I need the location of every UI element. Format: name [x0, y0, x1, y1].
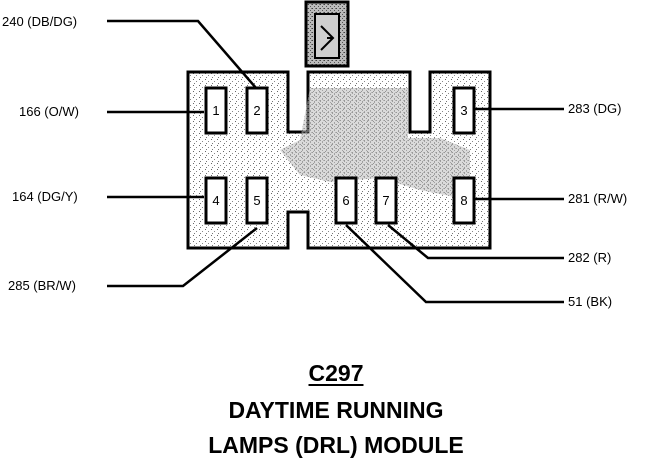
connector-id: C297 — [308, 360, 364, 386]
pin-number: 1 — [212, 103, 219, 118]
wire-label-283: 283 (DG) — [568, 101, 622, 116]
wire-240 — [107, 19, 257, 89]
pin-number: 3 — [460, 103, 467, 118]
terminals: 1 2 3 4 5 6 7 8 — [204, 86, 476, 225]
locking-tab-inner — [314, 13, 340, 59]
terminal-1 — [204, 86, 228, 135]
pin-number: 7 — [382, 193, 389, 208]
wire-label-285: 285 (BR/W) — [8, 278, 76, 293]
terminal-2 — [245, 86, 269, 135]
terminal-7 — [374, 176, 398, 225]
wire-label-240: 240 (DB/DG) — [2, 14, 78, 29]
connector-title-line1: DAYTIME RUNNING — [228, 397, 444, 423]
pin-number: 5 — [253, 193, 260, 208]
housing-shading — [280, 88, 470, 200]
terminal-6 — [334, 176, 358, 225]
wire-label-166: 166 (O/W) — [19, 104, 79, 119]
pin-number: 6 — [342, 193, 349, 208]
pin-number: 2 — [253, 103, 260, 118]
wire-51 — [345, 224, 564, 304]
connector-title-line2: LAMPS (DRL) MODULE — [208, 432, 464, 458]
terminal-8 — [452, 176, 476, 225]
wire-leaders — [107, 19, 564, 304]
wire-label-164: 164 (DG/Y) — [12, 189, 78, 204]
tab-arrow-icon — [320, 25, 335, 51]
pin-number: 8 — [460, 193, 467, 208]
wire-label-51: 51 (BK) — [568, 294, 613, 309]
wire-label-281: 281 (R/W) — [568, 191, 628, 206]
terminal-4 — [204, 176, 228, 225]
wire-285 — [107, 227, 258, 288]
terminal-3 — [452, 86, 476, 135]
wire-label-282: 282 (R) — [568, 250, 612, 265]
pin-number: 4 — [212, 193, 219, 208]
wire-282 — [387, 224, 564, 260]
terminal-5 — [245, 176, 269, 225]
